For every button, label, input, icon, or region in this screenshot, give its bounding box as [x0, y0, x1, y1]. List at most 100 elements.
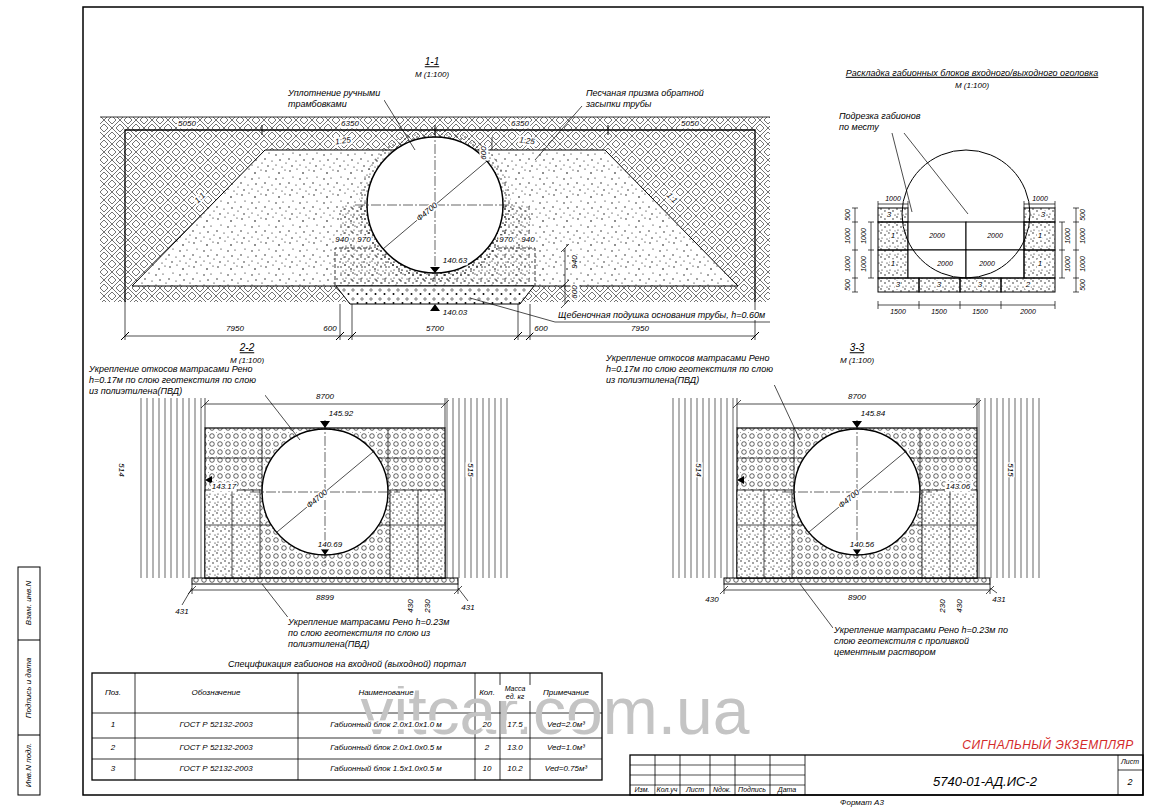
dimension-text: 940 — [334, 235, 349, 244]
position-number: 3 — [886, 210, 892, 219]
margin-stamp-text: Взам. инв.N — [24, 580, 33, 626]
dimension-text: 8700 — [847, 392, 867, 401]
table-cell: 10 — [482, 764, 493, 773]
dimension-text: 600 — [479, 145, 488, 160]
table-cell: Габионный блок 2.0х1.0х0.5 м — [329, 743, 443, 752]
section-1-1 — [561, 244, 569, 308]
dimension-text: 500 — [844, 278, 852, 292]
diameter-label: Ф4700 — [304, 487, 330, 511]
section-2-2 — [390, 490, 445, 578]
dimension-text: 6350 — [510, 119, 530, 128]
gabion-layout — [1001, 278, 1055, 292]
sheet-frame — [18, 7, 1143, 795]
dimension-text: 5050 — [177, 119, 197, 128]
title-block-text: Подпись — [737, 786, 767, 794]
dimension-text: 1000 — [1064, 227, 1072, 245]
title-block — [630, 755, 1143, 795]
gabion-layout — [878, 208, 908, 222]
dimension-text: 2000 — [986, 232, 1004, 240]
title-block-text: Дата — [777, 786, 797, 794]
elevation-mark: 140.03 — [442, 308, 468, 317]
elevation-mark: 143.17 — [211, 482, 237, 491]
position-number: 1 — [1037, 231, 1043, 240]
dimension-text: 1000 — [844, 255, 852, 273]
title-block — [630, 755, 1143, 795]
slope-label: 1:1 — [664, 190, 680, 206]
dimension-text: 8700 — [315, 392, 335, 401]
callout-note: Укрепление матрасами Рено h=0.23м по сло… — [287, 617, 461, 649]
dimension-text: 2000 — [936, 260, 954, 268]
section-2-2 — [140, 398, 205, 578]
title-block — [1118, 755, 1143, 795]
position-number: 1 — [1037, 259, 1043, 268]
dimension-text: 431 — [174, 607, 189, 616]
title-block — [630, 765, 805, 785]
section-2-2 — [390, 490, 445, 578]
gabion-layout — [1024, 208, 1055, 222]
callout-note: Щебеночная подушка основания трубы, h=0.… — [557, 310, 766, 320]
elevation-mark: 140.63 — [442, 256, 468, 265]
dimension-text: 1500 — [930, 308, 948, 316]
title-block-text: 5740-01-АД.ИС-2 — [932, 775, 1038, 790]
section-title: 2-2 — [239, 342, 255, 354]
title-block-text: Nдок. — [712, 786, 732, 794]
scale-note: М (1:100) — [414, 70, 450, 79]
position-number: 3 — [1040, 210, 1046, 219]
gabion-layout — [908, 222, 966, 250]
section-1-1 — [336, 286, 534, 304]
elevation-mark: 140.56 — [849, 540, 875, 549]
slope-label: 1:25 — [334, 135, 353, 147]
title-block-text: Лист — [1120, 758, 1140, 766]
gabion-layout — [892, 133, 968, 214]
dimension-text: 8899 — [315, 593, 335, 602]
section-title: 1-1 — [424, 56, 440, 68]
dimension-text: 940 — [520, 235, 535, 244]
table-cell: 2 — [110, 743, 116, 752]
sheet-frame — [18, 640, 40, 735]
section-1-1 — [100, 100, 770, 340]
dimension-text: 1500 — [889, 308, 907, 316]
dimension-text: 1500 — [971, 308, 989, 316]
margin-stamp-text: Инв.N подл. — [24, 742, 33, 789]
dimension-text: 970 — [498, 235, 513, 244]
slope-label: 1:1 — [192, 190, 208, 206]
elevation-mark: 145.84 — [860, 409, 886, 418]
position-number: 1 — [890, 231, 896, 240]
dimension-text: 1000 — [1064, 255, 1072, 273]
title-block-text: Кол.уч — [656, 786, 679, 794]
dimension-text: 1000 — [860, 227, 868, 245]
section-1-1 — [125, 302, 755, 340]
callout-note: Укрепление откосов матрасами Рено h=0.17… — [88, 364, 265, 396]
diameter-label: Ф4700 — [414, 200, 440, 224]
table-header: Примечание — [542, 688, 590, 697]
table-header: Кол. — [478, 688, 496, 697]
dimension-text: 230 — [938, 598, 947, 613]
margin-stamp-text: Подпись и дата — [24, 657, 33, 720]
table-cell: Ved=2.0м³ — [546, 720, 586, 729]
position-number: 3 — [936, 280, 942, 289]
dimension-text: 600 — [570, 284, 579, 299]
dimension-text: 6350 — [340, 119, 360, 128]
table-header: Обозначение — [190, 688, 241, 697]
title-block-text: Изм. — [634, 786, 651, 794]
scale-note: М (1:100) — [839, 356, 875, 365]
dimension-text: 8900 — [847, 593, 867, 602]
elevation-mark: 140.69 — [317, 540, 343, 549]
dimension-text: 2000 — [978, 260, 996, 268]
section-1-1 — [430, 267, 440, 311]
dimension-text: 230 — [423, 598, 432, 613]
table-cell: 1 — [110, 720, 116, 729]
table-cell: 13.0 — [506, 743, 524, 752]
dimension-text: 431 — [460, 603, 475, 612]
dimension-text: 970 — [356, 235, 371, 244]
table-cell: Ved=0.75м³ — [544, 764, 588, 773]
table-header: Наименование — [357, 688, 414, 697]
section-1-1 — [336, 286, 534, 304]
callout-note: Укрепление откосов матрасами Рено h=0.17… — [605, 353, 782, 385]
dimension-text: 7950 — [225, 324, 245, 333]
dimension-text: 430 — [704, 595, 719, 604]
section-2-2 — [205, 421, 330, 555]
table-cell: Габионный блок 1.5х1.0х0.5 м — [329, 764, 443, 773]
dimension-text: 515 — [1005, 462, 1014, 477]
dimension-text: 514 — [693, 462, 702, 477]
